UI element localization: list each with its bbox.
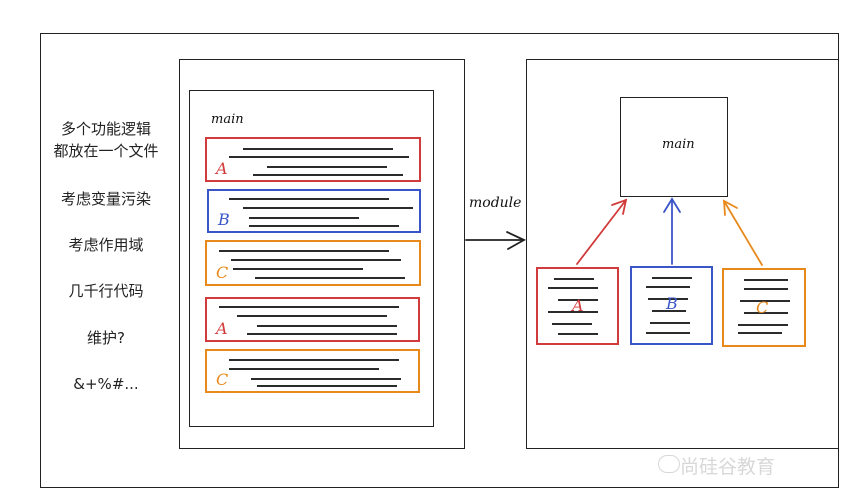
- single-file-panel: [179, 59, 465, 449]
- module-box-a-letter: A: [572, 296, 584, 315]
- modular-panel: [526, 59, 839, 449]
- note-line-5: 几千行代码: [68, 282, 144, 300]
- module-box-c: C: [722, 268, 806, 347]
- code-block-a-2-letter: A: [216, 319, 228, 338]
- module-box-b-letter: B: [666, 294, 678, 313]
- arrow-c-head: [722, 199, 738, 216]
- code-block-a-2: A: [205, 297, 420, 342]
- code-block-a-1: A: [205, 137, 421, 182]
- module-arrow-label: module: [469, 195, 522, 211]
- note-line-1: 多个功能逻辑: [60, 120, 151, 138]
- note-line-2: 都放在一个文件: [53, 142, 159, 160]
- code-block-c-2-letter: C: [216, 370, 229, 389]
- note-line-3: 考虑变量污染: [60, 190, 151, 208]
- note-line-6: 维护?: [87, 329, 125, 347]
- watermark-text: 尚硅谷教育: [680, 456, 776, 478]
- wechat-icon: [658, 455, 680, 473]
- module-box-b: B: [630, 266, 713, 345]
- code-block-c-1-letter: C: [216, 263, 229, 282]
- code-block-c-1: C: [205, 240, 421, 286]
- single-file-page: [189, 90, 434, 427]
- module-box-a: A: [536, 267, 619, 345]
- right-main-label: main: [662, 137, 695, 152]
- code-block-c-2: C: [205, 349, 420, 393]
- code-block-b-letter: B: [218, 210, 230, 229]
- code-block-a-1-letter: A: [216, 159, 228, 178]
- arrow-a-head: [611, 198, 628, 215]
- main-module-box: [620, 97, 728, 197]
- left-main-label: main: [211, 112, 244, 127]
- code-block-b: B: [207, 189, 421, 233]
- arrow-c-to-main: [723, 200, 763, 266]
- arrow-b-head: [663, 197, 681, 213]
- note-line-7: &+%#...: [73, 375, 139, 393]
- arrow-a-to-main: [576, 199, 627, 265]
- module-box-c-letter: C: [756, 298, 769, 317]
- module-arrow-head: [506, 231, 526, 250]
- note-line-4: 考虑作用域: [68, 236, 144, 254]
